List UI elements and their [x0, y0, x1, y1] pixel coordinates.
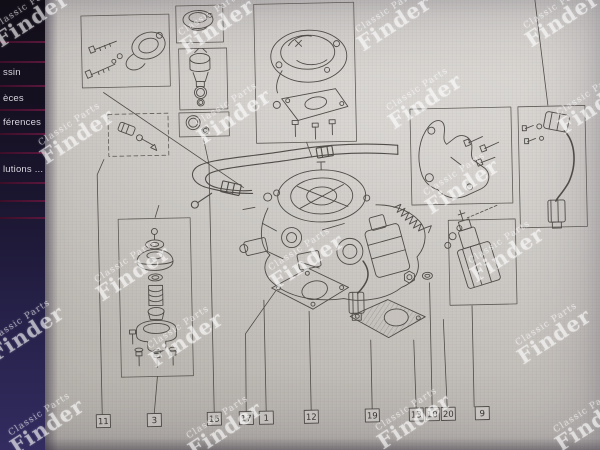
part-top-cap — [182, 10, 214, 31]
sidebar-divider — [0, 152, 45, 154]
part-nut-washer — [403, 270, 433, 284]
part-spring — [393, 203, 432, 234]
part-label-10[interactable]: 10 — [424, 407, 440, 422]
box-solenoid — [447, 218, 518, 306]
part-idle-switch-cable — [521, 111, 575, 229]
part-bracket — [418, 120, 500, 199]
sidebar-divider — [0, 85, 45, 87]
svg-text:10: 10 — [427, 410, 438, 420]
sidebar-divider — [0, 133, 45, 135]
svg-text:1: 1 — [264, 414, 270, 424]
sidebar-item-dessin[interactable]: ssin — [3, 67, 21, 78]
sidebar-divider — [0, 109, 45, 111]
sidebar-divider — [0, 217, 45, 219]
sidebar-divider — [0, 182, 45, 184]
part-label-12[interactable]: 12 — [303, 409, 319, 424]
sidebar-page-shadow — [45, 0, 58, 450]
svg-text:9: 9 — [479, 409, 485, 419]
box-jet-kit-dashed — [107, 112, 170, 157]
leader-lines — [96, 0, 549, 416]
svg-text:20: 20 — [443, 410, 454, 420]
box-o-rings — [178, 111, 230, 138]
part-label-13[interactable]: 13 — [408, 407, 424, 422]
part-power-valve-assembly — [129, 228, 178, 368]
svg-text:19: 19 — [367, 411, 378, 421]
part-solenoid-valve — [444, 209, 501, 289]
part-gasket-upper — [271, 267, 350, 310]
part-gasket-lower — [349, 299, 426, 339]
svg-text:17: 17 — [241, 414, 252, 424]
box-switch-cable — [517, 105, 588, 229]
part-label-17[interactable]: 17 — [238, 410, 254, 426]
part-o-rings — [185, 115, 210, 135]
part-fuel-pipes — [190, 143, 399, 209]
part-label-15[interactable]: 15 — [206, 411, 222, 426]
sidebar-nav: ssin èces férences lutions ... — [0, 0, 45, 450]
sidebar-item-solutions[interactable]: lutions ... — [3, 164, 44, 175]
part-label-19[interactable]: 19 — [364, 408, 380, 423]
part-carburetor-body — [239, 161, 426, 321]
part-label-3[interactable]: 3 — [146, 412, 162, 428]
part-label-20[interactable]: 20 — [440, 406, 456, 421]
part-fuel-pump — [84, 31, 166, 79]
box-bracket — [409, 106, 514, 206]
sidebar-divider — [0, 61, 45, 63]
svg-text:15: 15 — [209, 415, 220, 425]
part-label-1[interactable]: 1 — [258, 410, 274, 425]
svg-text:3: 3 — [152, 416, 158, 426]
box-top-cap — [175, 4, 224, 44]
svg-text:11: 11 — [98, 417, 109, 427]
part-jet-kit — [117, 121, 158, 151]
part-number-labels: 11 3 15 17 1 — [95, 406, 490, 429]
part-label-9[interactable]: 9 — [474, 406, 490, 421]
sidebar-divider — [0, 41, 45, 43]
sidebar-item-pieces[interactable]: èces — [3, 93, 24, 104]
svg-text:12: 12 — [306, 413, 317, 423]
part-label-11[interactable]: 11 — [95, 413, 111, 429]
box-accel-pump — [80, 13, 171, 89]
sidebar-item-references[interactable]: férences — [3, 117, 42, 128]
sidebar-divider — [0, 200, 45, 202]
box-carb-cover — [253, 1, 357, 144]
part-carb-cover — [270, 29, 349, 140]
svg-text:13: 13 — [411, 410, 422, 420]
part-sensor — [189, 47, 211, 107]
